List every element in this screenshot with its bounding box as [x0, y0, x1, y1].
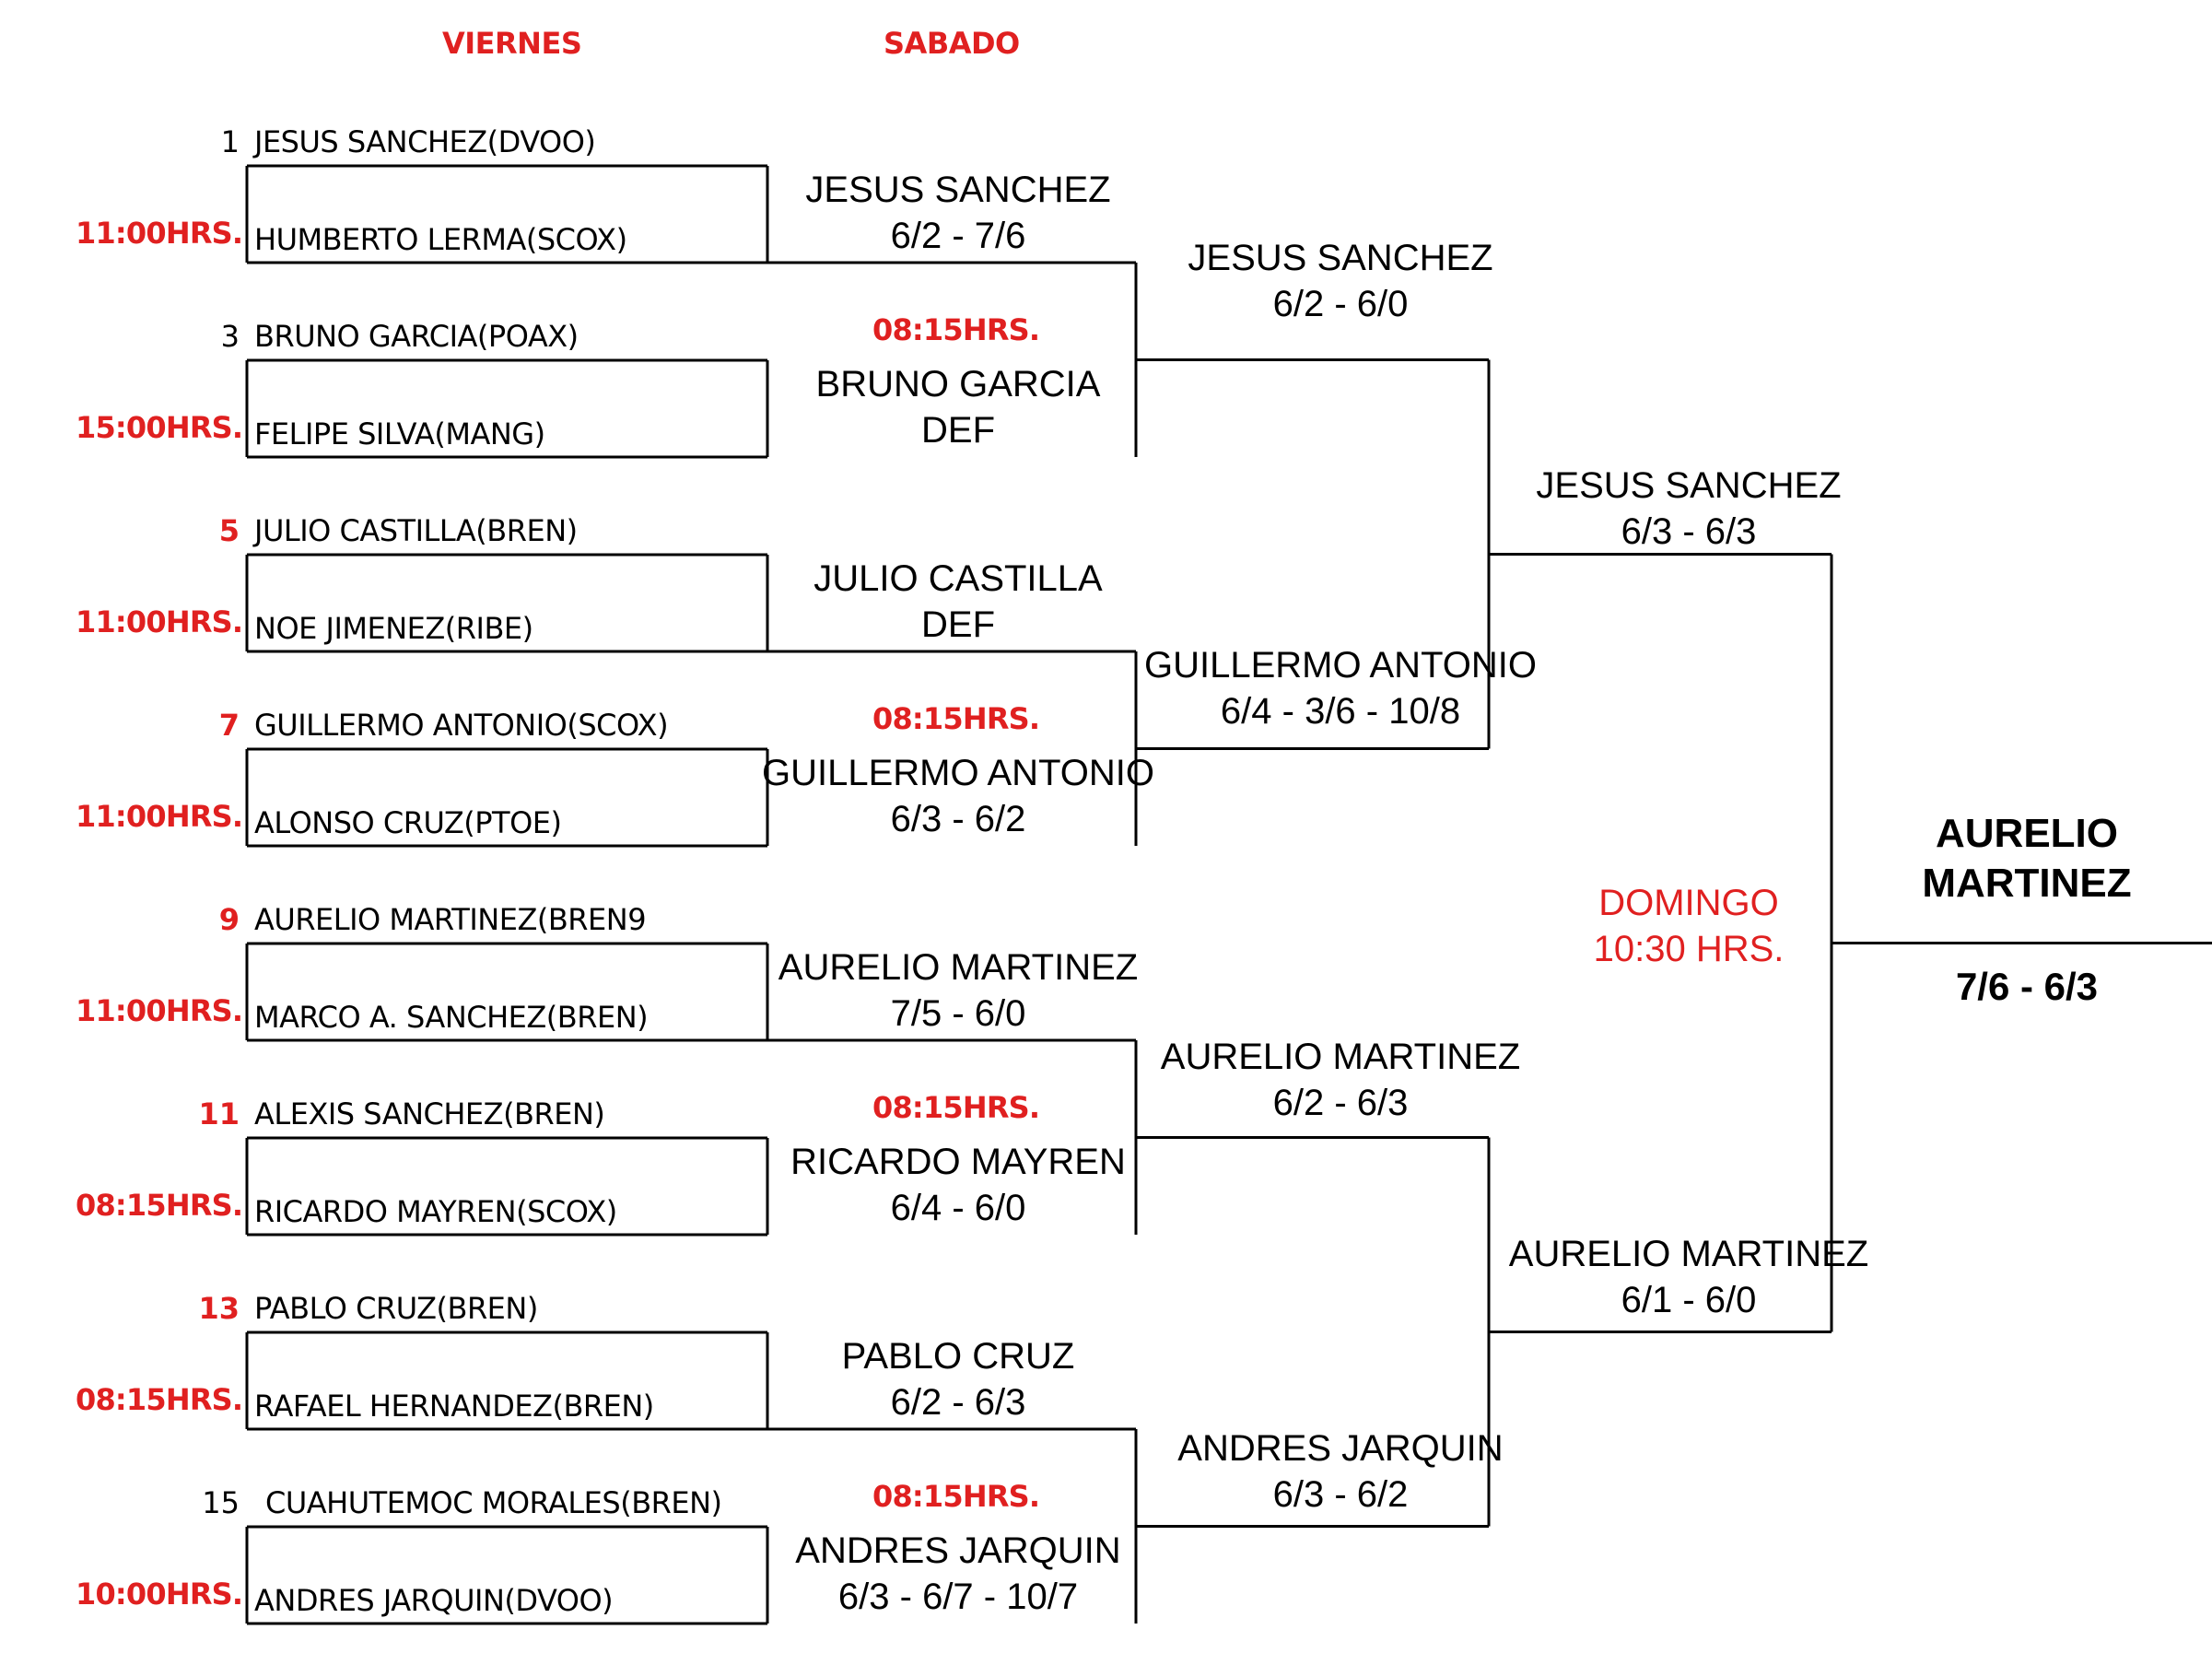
r3-winner: JESUS SANCHEZ [1188, 238, 1493, 278]
r3-winner: AURELIO MARTINEZ [1160, 1037, 1521, 1077]
player-top: JULIO CASTILLA(BREN) [254, 513, 578, 548]
r2-score: DEF [921, 604, 995, 645]
player-bottom: NOE JIMENEZ(RIBE) [254, 611, 533, 646]
player-top: JESUS SANCHEZ(DVOO) [254, 124, 596, 159]
player-bottom: ALONSO CRUZ(PTOE) [254, 805, 562, 840]
r2-winner: PABLO CRUZ [841, 1336, 1075, 1377]
player-top: GUILLERMO ANTONIO(SCOX) [254, 708, 669, 743]
semifinal-winner: JESUS SANCHEZ [1536, 464, 1842, 506]
r2-winner: AURELIO MARTINEZ [778, 947, 1139, 988]
r2-score: 6/3 - 6/7 - 10/7 [837, 1577, 1079, 1617]
semifinal-score: 6/3 - 6/3 [1621, 510, 1757, 552]
r2-score: 6/2 - 6/3 [890, 1382, 1026, 1423]
champion-name-line2: MARTINEZ [1922, 861, 2132, 906]
seed-number: 3 [220, 319, 240, 354]
qf-time: 08:15HRS. [872, 1090, 1040, 1125]
semifinal-score: 6/1 - 6/0 [1621, 1279, 1757, 1320]
r2-score: DEF [921, 410, 995, 451]
seed-number: 15 [202, 1485, 240, 1520]
final-time: 10:30 HRS. [1593, 929, 1785, 969]
match-time: 11:00HRS. [76, 216, 243, 251]
qf-time: 08:15HRS. [872, 312, 1040, 347]
match-time: 08:15HRS. [76, 1188, 243, 1223]
r2-winner: RICARDO MAYREN [790, 1142, 1126, 1182]
r3-score: 6/2 - 6/3 [1272, 1083, 1409, 1123]
semifinal-winner: AURELIO MARTINEZ [1508, 1233, 1869, 1274]
qf-time: 08:15HRS. [872, 1479, 1040, 1514]
match-time: 08:15HRS. [76, 1382, 243, 1417]
player-bottom: RAFAEL HERNANDEZ(BREN) [254, 1389, 654, 1424]
r2-score: 6/2 - 7/6 [890, 216, 1026, 256]
player-top: ALEXIS SANCHEZ(BREN) [254, 1096, 605, 1131]
champion-name-line1: AURELIO [1936, 811, 2118, 856]
player-bottom: FELIPE SILVA(MANG) [254, 416, 545, 451]
player-bottom: ANDRES JARQUIN(DVOO) [254, 1583, 614, 1618]
seed-number: 11 [198, 1096, 240, 1131]
r3-score: 6/3 - 6/2 [1272, 1474, 1409, 1515]
player-top: AURELIO MARTINEZ(BREN9 [254, 902, 647, 937]
r2-winner: JESUS SANCHEZ [805, 170, 1111, 210]
r3-score: 6/4 - 3/6 - 10/8 [1220, 691, 1461, 732]
match-time: 11:00HRS. [76, 799, 243, 834]
header-viernes: VIERNES [442, 26, 582, 61]
r2-winner: GUILLERMO ANTONIO [761, 753, 1154, 793]
r2-winner: ANDRES JARQUIN [795, 1530, 1121, 1571]
seed-number: 9 [218, 902, 240, 937]
match-time: 10:00HRS. [76, 1577, 243, 1612]
r3-score: 6/2 - 6/0 [1272, 284, 1409, 324]
r2-score: 7/5 - 6/0 [890, 993, 1026, 1034]
player-top: BRUNO GARCIA(POAX) [254, 319, 579, 354]
seed-number: 7 [218, 708, 240, 743]
r3-winner: ANDRES JARQUIN [1177, 1428, 1504, 1469]
r2-winner: BRUNO GARCIA [815, 364, 1101, 404]
player-top: PABLO CRUZ(BREN) [254, 1291, 538, 1326]
player-bottom: MARCO A. SANCHEZ(BREN) [254, 1000, 649, 1035]
player-bottom: RICARDO MAYREN(SCOX) [254, 1194, 617, 1229]
r2-score: 6/3 - 6/2 [890, 799, 1026, 839]
qf-time: 08:15HRS. [872, 701, 1040, 736]
match-time: 11:00HRS. [76, 993, 243, 1028]
match-time: 15:00HRS. [76, 410, 243, 445]
r2-score: 6/4 - 6/0 [890, 1188, 1026, 1228]
match-time: 11:00HRS. [76, 604, 243, 639]
header-sabado: SABADO [884, 26, 1020, 61]
r2-winner: JULIO CASTILLA [813, 558, 1103, 599]
seed-number: 5 [218, 513, 240, 548]
r3-winner: GUILLERMO ANTONIO [1143, 645, 1537, 686]
final-score: 7/6 - 6/3 [1955, 965, 2099, 1008]
final-day: DOMINGO [1598, 883, 1779, 923]
seed-number: 13 [198, 1291, 240, 1326]
player-top: CUAHUTEMOC MORALES(BREN) [265, 1485, 722, 1520]
player-bottom: HUMBERTO LERMA(SCOX) [254, 222, 627, 257]
seed-number: 1 [220, 124, 240, 159]
